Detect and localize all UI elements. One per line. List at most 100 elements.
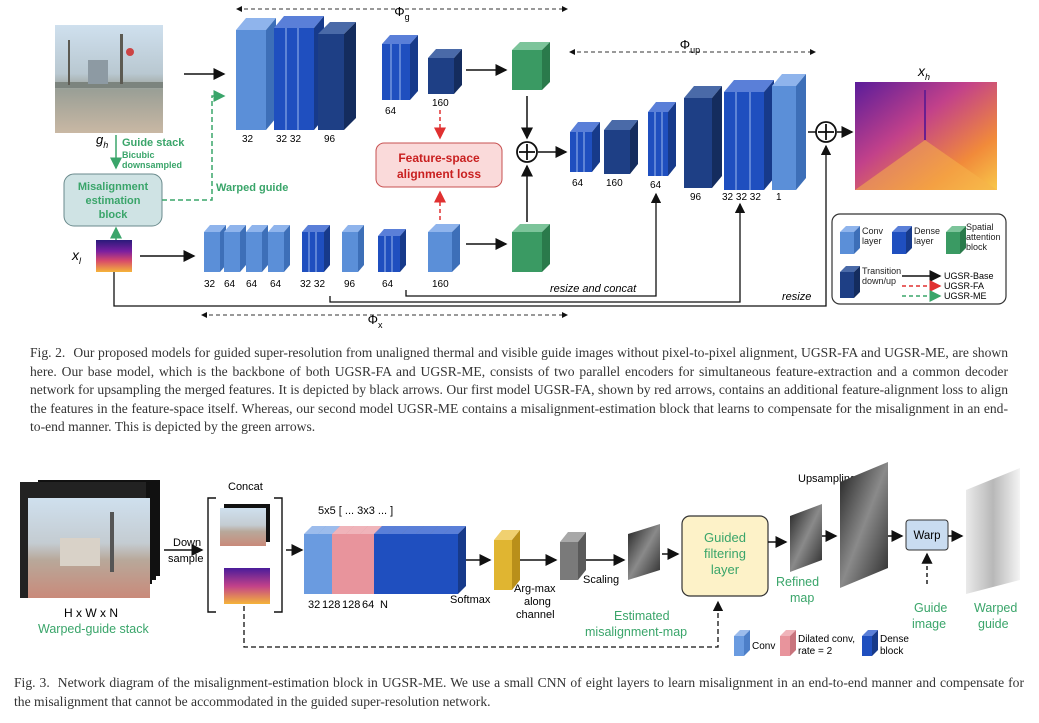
guide-image-line-1: Guide xyxy=(914,601,947,615)
layer-size-128a: 128 xyxy=(322,599,340,611)
legend-conv-slot: Conv layer xyxy=(862,226,884,246)
guide-photo xyxy=(55,25,163,133)
layer-size-64: 64 xyxy=(362,599,374,611)
phi-x-label: Φx xyxy=(368,312,383,330)
softmax-block xyxy=(494,530,520,590)
layer-size-128b: 128 xyxy=(342,599,360,611)
phi-g-label: Φg xyxy=(394,4,409,22)
argmax-line-2: along xyxy=(524,596,551,608)
legend-dilated-line-2: rate = 2 xyxy=(798,646,833,657)
figure-3-diagram: H x W x N Warped-guide stack Down sample… xyxy=(20,462,1020,657)
refined-line-2: map xyxy=(790,591,814,605)
guided-filtering-layer-box xyxy=(681,515,769,597)
thermal-label-32: 32 xyxy=(204,279,216,290)
legend-dense-line-2: block xyxy=(880,646,904,657)
output-thermal-image xyxy=(855,82,997,190)
warped-guide-line-1: Warped xyxy=(974,601,1017,615)
legend-base-label: UGSR-Base xyxy=(944,271,994,281)
concat-bracket-right xyxy=(274,497,283,613)
legend-conv-label: Conv layer xyxy=(862,226,884,246)
sample-label: sample xyxy=(168,553,203,565)
decoder-label-1: 1 xyxy=(776,192,782,203)
warped-guide-line-2: guide xyxy=(978,617,1009,631)
warped-stack-label: Warped-guide stack xyxy=(38,622,149,636)
phi-up-label: Φup xyxy=(680,37,700,55)
thermal-label-96: 96 xyxy=(344,279,356,290)
estimated-line-1: Estimated xyxy=(614,609,670,623)
thermal-encoder xyxy=(204,224,460,272)
cnn-stack xyxy=(304,526,466,594)
caption-fig3-text: Network diagram of the misalignment-esti… xyxy=(14,675,1024,709)
concat-thermal-image xyxy=(224,568,270,604)
bottom-attention-block xyxy=(512,224,550,272)
fig3-legend xyxy=(734,630,878,656)
thermal-label-64b: 64 xyxy=(246,279,258,290)
legend-dense-label: Dense layer xyxy=(914,226,941,246)
kernel-label: 5x5 [ ... 3x3 ... ] xyxy=(318,505,393,517)
resize-label: resize xyxy=(782,291,811,303)
down-label: Down xyxy=(173,537,201,549)
caption-fig2-text: Our proposed models for guided super-res… xyxy=(30,345,1008,434)
decoder-label-64b: 64 xyxy=(650,180,662,191)
resize-skip-arrow xyxy=(113,144,832,307)
x-h-label: xh xyxy=(917,63,930,82)
guide-image-line-2: image xyxy=(912,617,946,631)
guided-line-2: filtering xyxy=(704,546,746,561)
estimated-line-2: misalignment-map xyxy=(585,625,687,639)
legend-fa-label: UGSR-FA xyxy=(944,281,984,291)
concat-label: Concat xyxy=(228,481,263,493)
concat-guide-images xyxy=(220,504,270,546)
feature-space-loss-box xyxy=(375,142,503,188)
figure-2-frame: Φg Φup Φx gh Guide stack Bicubic downsam… xyxy=(30,4,1008,437)
legend-conv-label-fig3: Conv xyxy=(752,641,775,652)
bicubic-label: Bicubic xyxy=(122,150,155,160)
legend-transition-slot: Transition down/up xyxy=(862,266,902,286)
top-attention-block xyxy=(512,42,550,90)
thermal-to-guided-dashed-arrow xyxy=(243,600,724,648)
fig2-legend xyxy=(831,213,1007,305)
guide-label-96: 96 xyxy=(324,134,336,145)
legend-dense-slot: Dense layer xyxy=(914,226,941,246)
caption-fig3: Fig. 3.Network diagram of the misalignme… xyxy=(14,674,1024,711)
legend-dense-line-1: Dense xyxy=(880,634,909,645)
guided-line-1: Guided xyxy=(704,530,746,545)
guide-label-160: 160 xyxy=(432,98,449,109)
downsampled-label: downsampled xyxy=(122,160,182,170)
caption-fig2: Fig. 2.Our proposed models for guided su… xyxy=(30,344,1008,437)
argmax-line-3: channel xyxy=(516,609,555,621)
layer-size-n: N xyxy=(380,599,388,611)
warped-guide-arrow xyxy=(162,90,226,201)
thermal-label-160: 160 xyxy=(432,279,449,290)
x-l-label: xl xyxy=(71,247,82,266)
legend-dilated-line-1: Dilated conv, xyxy=(798,634,855,645)
thermal-label-64d: 64 xyxy=(382,279,394,290)
guide-encoder xyxy=(236,16,462,130)
softmax-label: Softmax xyxy=(450,594,491,606)
thermal-label-3232: 32 32 xyxy=(300,279,325,290)
upsampled-map-image xyxy=(840,462,888,588)
guided-line-3: layer xyxy=(711,562,740,577)
decoder xyxy=(570,74,806,190)
refined-map-image xyxy=(790,504,822,572)
hwn-label: H x W x N xyxy=(64,606,118,620)
legend-me-label: UGSR-ME xyxy=(944,291,987,301)
misalignment-line-2: estimation xyxy=(85,195,140,207)
argmax-block xyxy=(560,532,586,580)
figure-3-frame: H x W x N Warped-guide stack Down sample… xyxy=(0,442,1038,723)
warped-guide-stack-images xyxy=(20,480,160,598)
resize-concat-label: resize and concat xyxy=(550,283,637,295)
caption-fig3-label: Fig. 3. xyxy=(14,675,50,690)
thermal-input-image xyxy=(96,240,132,272)
guide-stack-label: Guide stack xyxy=(122,137,185,149)
decoder-label-160: 160 xyxy=(606,178,623,189)
merge-plus-icon xyxy=(516,141,538,163)
thermal-label-64a: 64 xyxy=(224,279,236,290)
decoder-label-64a: 64 xyxy=(572,178,584,189)
warped-guide-output-image xyxy=(966,468,1020,594)
legend-transition-label: Transition down/up xyxy=(862,266,902,286)
legend-spatial-slot: Spatial attention block xyxy=(966,222,1001,252)
caption-fig2-label: Fig. 2. xyxy=(30,345,66,360)
feature-loss-line-2: alignment loss xyxy=(397,167,481,181)
misalignment-line-1: Misalignment xyxy=(78,181,149,193)
